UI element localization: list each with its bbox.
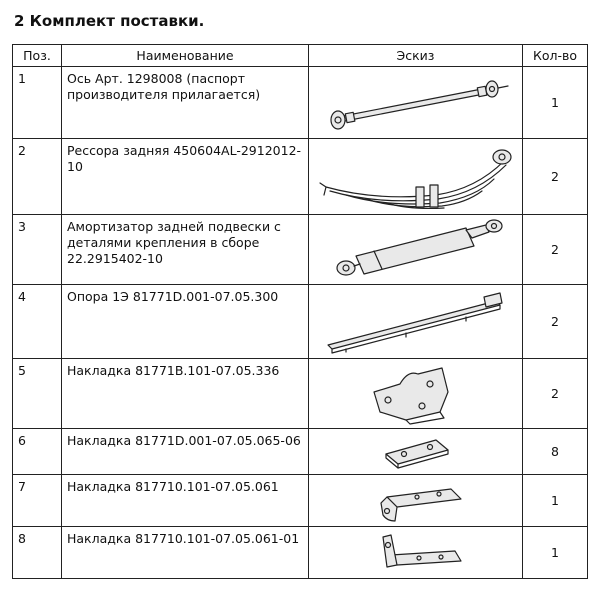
row-name: Ось Арт. 1298008 (паспорт производителя … xyxy=(61,66,309,139)
leaf-spring-icon xyxy=(318,148,512,209)
row-sketch xyxy=(308,358,523,429)
row-pos: 4 xyxy=(12,284,62,359)
angle-bracket-icon xyxy=(379,487,462,522)
section-heading: 2 Комплект поставки. xyxy=(14,12,205,30)
row-name: Опора 1Э 81771D.001-07.05.300 xyxy=(61,284,309,359)
table-row: 5 Накладка 81771B.101-07.05.336 2 xyxy=(12,358,588,429)
row-qty: 2 xyxy=(522,284,588,359)
table-row: 8 Накладка 817710.101-07.05.061-01 1 xyxy=(12,526,588,579)
table-row: 6 Накладка 81771D.001-07.05.065-06 8 xyxy=(12,428,588,475)
row-pos: 1 xyxy=(12,66,62,139)
row-qty: 2 xyxy=(522,138,588,215)
row-qty: 1 xyxy=(522,474,588,527)
row-name: Накладка 81771D.001-07.05.065-06 xyxy=(61,428,309,475)
row-name: Накладка 817710.101-07.05.061 xyxy=(61,474,309,527)
row-pos: 8 xyxy=(12,526,62,579)
row-name: Накладка 81771B.101-07.05.336 xyxy=(61,358,309,429)
row-qty: 8 xyxy=(522,428,588,475)
row-pos: 3 xyxy=(12,214,62,285)
flat-plate-icon xyxy=(384,438,449,469)
delivery-set-table: Поз. Наименование Эскиз Кол-во 1 Ось Арт… xyxy=(12,44,588,579)
row-name: Рессора задняя 450604AL-2912012-10 xyxy=(61,138,309,215)
row-name: Накладка 817710.101-07.05.061-01 xyxy=(61,526,309,579)
table-row: 1 Ось Арт. 1298008 (паспорт производител… xyxy=(12,66,588,139)
support-rail-icon xyxy=(326,291,503,354)
table-row: 3 Амортизатор задней подвески с деталями… xyxy=(12,214,588,285)
row-pos: 6 xyxy=(12,428,62,475)
row-pos: 2 xyxy=(12,138,62,215)
axle-icon xyxy=(329,79,509,130)
row-sketch xyxy=(308,284,523,359)
row-sketch xyxy=(308,66,523,139)
row-sketch xyxy=(308,428,523,475)
row-qty: 2 xyxy=(522,214,588,285)
table-row: 7 Накладка 817710.101-07.05.061 1 xyxy=(12,474,588,527)
table-header-row: Поз. Наименование Эскиз Кол-во xyxy=(12,44,588,67)
col-header-qty: Кол-во xyxy=(522,44,588,67)
row-sketch xyxy=(308,214,523,285)
row-name: Амортизатор задней подвески с деталями к… xyxy=(61,214,309,285)
table-row: 4 Опора 1Э 81771D.001-07.05.300 2 xyxy=(12,284,588,359)
row-qty: 2 xyxy=(522,358,588,429)
angle-bracket-mirror-icon xyxy=(381,533,462,568)
col-header-name: Наименование xyxy=(61,44,309,67)
row-qty: 1 xyxy=(522,526,588,579)
bracket-plate-icon xyxy=(372,366,449,425)
row-pos: 5 xyxy=(12,358,62,429)
col-header-pos: Поз. xyxy=(12,44,62,67)
row-sketch xyxy=(308,138,523,215)
row-sketch xyxy=(308,474,523,527)
row-pos: 7 xyxy=(12,474,62,527)
table-row: 2 Рессора задняя 450604AL-2912012-10 2 xyxy=(12,138,588,215)
row-qty: 1 xyxy=(522,66,588,139)
col-header-sketch: Эскиз xyxy=(308,44,523,67)
row-sketch xyxy=(308,526,523,579)
shock-absorber-icon xyxy=(335,218,503,276)
